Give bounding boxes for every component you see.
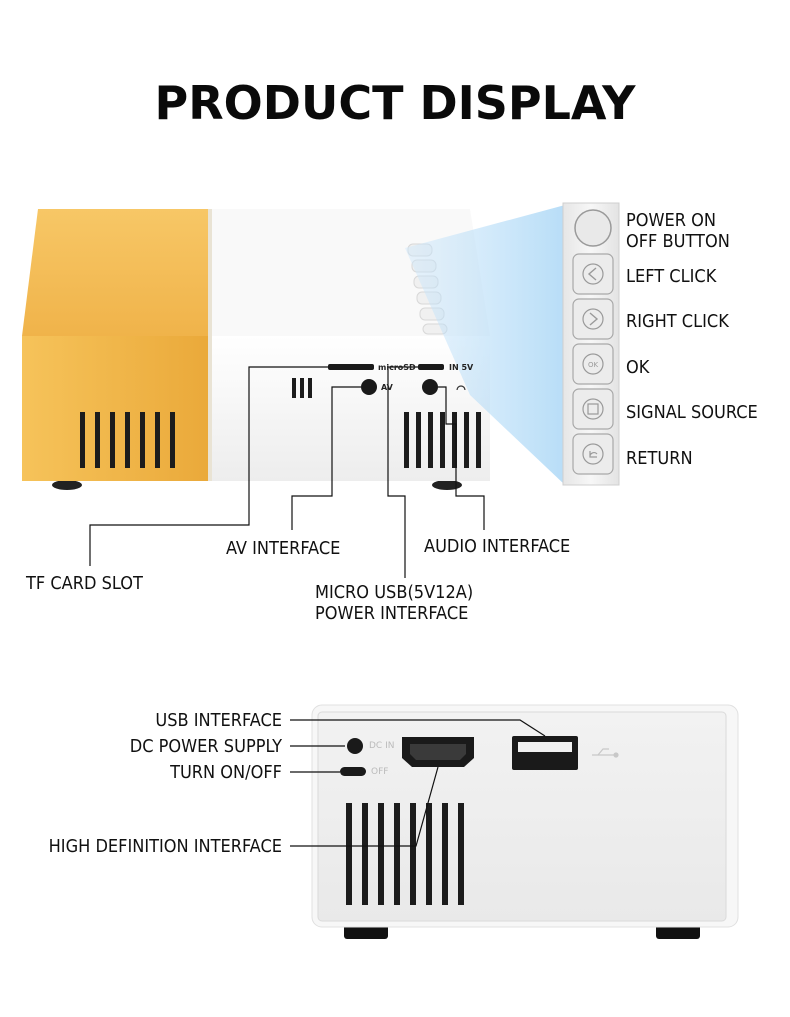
label-signal-source: SIGNAL SOURCE	[626, 402, 758, 423]
foot	[432, 480, 462, 490]
callout-micro-usb-line2: POWER INTERFACE	[315, 603, 469, 624]
usb-port	[512, 736, 578, 770]
leader-lines-bottom	[290, 719, 546, 847]
right-arrow-icon	[589, 312, 599, 326]
foot	[344, 924, 388, 939]
front-vents	[404, 412, 481, 468]
microsd-slot	[328, 364, 374, 370]
return-button[interactable]	[572, 433, 614, 475]
button-panel: OK	[562, 202, 620, 486]
label-power-button: POWER ON OFF BUTTON	[626, 210, 730, 252]
off-marking: OFF	[371, 767, 389, 777]
usb-icon	[592, 748, 619, 758]
label-return: RETURN	[626, 448, 693, 469]
signal-source-button[interactable]	[572, 388, 614, 430]
callout-turn-on-off: TURN ON/OFF	[170, 762, 282, 783]
yellow-front-face	[22, 336, 210, 481]
av-marking: AV	[381, 383, 393, 392]
left-click-button[interactable]	[572, 253, 614, 295]
back-vents	[346, 803, 464, 905]
micro-usb-port	[418, 364, 444, 370]
yellow-vents	[80, 412, 175, 468]
leader-lines-top	[89, 366, 485, 578]
dc-in-marking: DC IN	[369, 741, 395, 751]
microsd-marking: microSD	[378, 363, 416, 372]
av-jack	[361, 379, 377, 395]
callout-tf-card-slot: TF CARD SLOT	[26, 573, 143, 594]
callout-micro-usb-line1: MICRO USB(5V12A)	[315, 582, 474, 603]
callout-audio-interface: AUDIO INTERFACE	[424, 536, 571, 557]
white-top-surface	[210, 209, 490, 336]
label-left-click: LEFT CLICK	[626, 266, 717, 287]
audio-jack	[422, 379, 438, 395]
callout-usb-interface: USB INTERFACE	[155, 710, 282, 731]
label-ok: OK	[626, 357, 650, 378]
return-icon	[589, 451, 598, 458]
callout-dc-power-supply: DC POWER SUPPLY	[129, 736, 282, 757]
signal-source-icon	[587, 403, 599, 415]
yellow-top-surface	[22, 209, 210, 336]
power-switch[interactable]	[340, 767, 366, 776]
white-front-face	[210, 336, 490, 481]
speaker-slots	[292, 378, 312, 398]
ok-icon: OK	[588, 361, 599, 369]
foot	[52, 480, 82, 490]
label-right-click: RIGHT CLICK	[626, 311, 729, 332]
projector-front-view	[22, 209, 490, 490]
callout-hd-interface: HIGH DEFINITION INTERFACE	[48, 836, 282, 857]
projection-beam	[405, 205, 565, 485]
headphone-icon	[456, 385, 466, 391]
foot	[656, 924, 700, 939]
dc-jack	[347, 738, 363, 754]
callout-av-interface: AV INTERFACE	[226, 538, 341, 559]
ok-button[interactable]	[572, 343, 614, 385]
projector-back-view	[311, 704, 739, 939]
right-click-button[interactable]	[572, 298, 614, 340]
left-arrow-icon	[587, 267, 597, 281]
page-title: PRODUCT DISPLAY	[154, 76, 636, 130]
in-5v-marking: IN 5V	[449, 363, 474, 372]
power-button[interactable]	[574, 209, 612, 247]
